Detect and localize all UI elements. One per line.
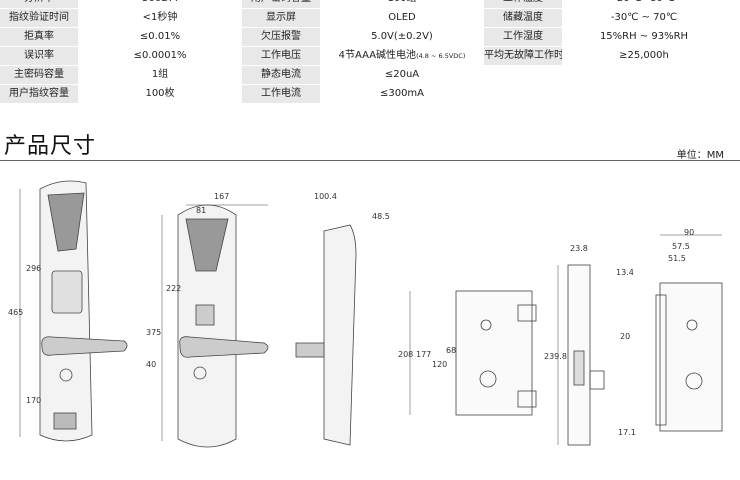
spec-value-text: 100枚	[145, 88, 175, 99]
mortise-case-view	[655, 282, 723, 432]
spec-value-text: 1组	[151, 69, 169, 80]
spec-label: 工作电压	[242, 47, 320, 65]
spec-value: 100组	[322, 0, 482, 8]
spec-value-text: -30℃ ~ 70℃	[610, 12, 678, 23]
section-header: 产品尺寸 单位：MM	[0, 126, 740, 166]
dim-side-upper: 222	[166, 284, 181, 293]
spec-value: ≥25,000h	[564, 47, 724, 65]
spec-value: <1秒钟	[80, 9, 240, 27]
dim-case-c: 51.5	[668, 254, 686, 263]
lock-front-view	[39, 180, 128, 442]
spec-label: 误识率	[0, 47, 78, 65]
spec-value: OLED	[322, 9, 482, 27]
dim-front-lower: 170	[26, 396, 41, 405]
spec-label: 显示屏	[242, 9, 320, 27]
dim-case-d: 13.4	[616, 268, 634, 277]
dim-plate-h: 239.8	[544, 352, 567, 361]
unit-label: 单位：MM	[676, 150, 724, 161]
dimension-drawings: 465 296 170 167 81 222 375 40 100.4 48.5…	[8, 180, 723, 448]
spec-value: 4节AAA碱性电池(4.8 ~ 6.5VDC)	[322, 47, 482, 65]
dim-side-width: 167	[214, 192, 229, 201]
mortise-body-view	[455, 290, 537, 416]
spec-value-text: 5.0V(±0.2V)	[371, 31, 433, 42]
spec-value-text: 15%RH ~ 93%RH	[599, 31, 689, 42]
spec-value: 5.0V(±0.2V)	[322, 28, 482, 46]
dim-profile-depth: 100.4	[314, 192, 337, 201]
dim-mortise-h4: 68	[446, 346, 456, 355]
dim-side-lower: 40	[146, 360, 156, 369]
strike-plate-view	[567, 264, 605, 446]
dim-case-b: 57.5	[672, 242, 690, 251]
dim-front-total: 465	[8, 308, 23, 317]
spec-value-text: -20°C~80°C	[613, 0, 674, 4]
spec-value-text: ≥25,000h	[619, 50, 669, 61]
spec-label: 静态电流	[242, 66, 320, 84]
dim-case-e: 20	[620, 332, 630, 341]
spec-label: 用户密码容量	[242, 0, 320, 8]
spec-label: 欠压报警	[242, 28, 320, 46]
spec-value: ≤300mA	[322, 85, 482, 103]
spec-value: 1组	[80, 66, 240, 84]
spec-value-text: <1秒钟	[142, 12, 178, 23]
spec-label: 平均无故障工作时间	[484, 47, 562, 65]
spec-label: 储藏温度	[484, 9, 562, 27]
lock-profile-view	[295, 224, 357, 446]
dim-mortise-h1: 208	[398, 350, 413, 359]
spec-label: 分辨率	[0, 0, 78, 8]
dim-case-f: 17.1	[618, 428, 636, 437]
spec-label: 拒真率	[0, 28, 78, 46]
dim-side-half: 81	[196, 206, 206, 215]
spec-table: 分辨率 500DPI 用户密码容量 100组 工作温度 -20°C~80°C 指纹验证时间 <…	[0, 0, 740, 113]
dim-mortise-h3: 120	[432, 360, 447, 369]
spec-value: 100枚	[80, 85, 240, 103]
spec-value-text: ≤0.0001%	[133, 50, 187, 61]
spec-value-text: 100组	[387, 0, 416, 4]
spec-value: ≤0.01%	[80, 28, 240, 46]
spec-value: 15%RH ~ 93%RH	[564, 28, 724, 46]
spec-label: 工作湿度	[484, 28, 562, 46]
dim-profile-thick: 48.5	[372, 212, 390, 221]
spec-label: 指纹验证时间	[0, 9, 78, 27]
spec-value-text: ≤20uA	[384, 69, 420, 80]
dim-plate-w: 23.8	[570, 244, 588, 253]
dim-case-w: 90	[684, 228, 694, 237]
spec-value: ≤0.0001%	[80, 47, 240, 65]
spec-label: 主密码容量	[0, 66, 78, 84]
lock-side-view	[177, 204, 269, 448]
spec-value-text: 500DPI	[142, 0, 178, 4]
spec-value-note: (4.8 ~ 6.5VDC)	[416, 52, 466, 60]
spec-value-text: OLED	[388, 12, 416, 23]
dim-side-total: 375	[146, 328, 161, 337]
spec-value: -30℃ ~ 70℃	[564, 9, 724, 27]
dim-mortise-h2: 177	[416, 350, 431, 359]
spec-value-text: ≤300mA	[379, 88, 425, 99]
spec-label: 工作温度	[484, 0, 562, 8]
spec-value: 500DPI	[80, 0, 240, 8]
spec-value: -20°C~80°C	[564, 0, 724, 8]
spec-label: 工作电流	[242, 85, 320, 103]
spec-value-text: ≤0.01%	[139, 31, 181, 42]
spec-value-text: 4节AAA碱性电池	[338, 50, 417, 61]
spec-label: 用户指纹容量	[0, 85, 78, 103]
section-title: 产品尺寸	[4, 134, 97, 159]
spec-value: ≤20uA	[322, 66, 482, 84]
dim-front-upper: 296	[26, 264, 41, 273]
header-rule	[0, 160, 740, 161]
